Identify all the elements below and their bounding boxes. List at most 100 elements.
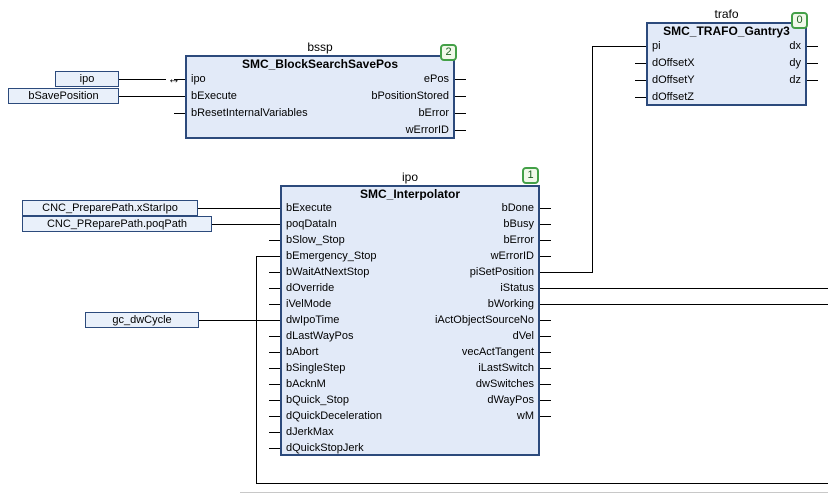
variable-box-bsaveposition[interactable]: bSavePosition	[8, 88, 119, 104]
input-pin-label-iVelMode: iVelMode	[286, 297, 332, 310]
input-pin-label-poqDataIn: poqDataIn	[286, 217, 337, 230]
output-pin-stub-iLastSwitch[interactable]	[540, 368, 551, 369]
block-row: dOffsetZ	[648, 89, 805, 106]
input-pin-label-dOffsetY: dOffsetY	[652, 74, 695, 86]
input-pin-stub-bAbort[interactable]	[269, 352, 280, 353]
execution-order-badge-trafo: 0	[791, 12, 808, 29]
output-pin-label-bWorking: bWorking	[487, 297, 534, 310]
input-pin-label-ipo: ipo	[191, 73, 206, 85]
input-pin-stub-bSingleStep[interactable]	[269, 368, 280, 369]
output-pin-stub-vecActTangent[interactable]	[540, 352, 551, 353]
output-pin-label-wM: wM	[516, 409, 534, 422]
output-pin-label-bError: bError	[503, 233, 534, 246]
output-pin-stub-dVel[interactable]	[540, 336, 551, 337]
connection-pisetposition-to-pi[interactable]	[592, 46, 646, 47]
output-pin-label-iLastSwitch: iLastSwitch	[478, 361, 534, 374]
output-pin-label-bPositionStored: bPositionStored	[371, 90, 449, 102]
input-pin-stub-bExecute[interactable]	[174, 96, 185, 97]
output-pin-label-wErrorID: wErrorID	[405, 124, 449, 136]
input-pin-stub-bSlow_Stop[interactable]	[269, 240, 280, 241]
input-pin-stub-bWaitAtNextStop[interactable]	[269, 272, 280, 273]
connection-emergency-stop-h[interactable]	[256, 256, 280, 257]
connection-emergency-stop-bottom[interactable]	[256, 483, 828, 484]
input-pin-label-dwIpoTime: dwIpoTime	[286, 313, 340, 326]
output-pin-label-vecActTangent: vecActTangent	[461, 345, 534, 358]
variable-box-ipo[interactable]: ipo	[55, 71, 119, 87]
input-pin-stub-dLastWayPos[interactable]	[269, 336, 280, 337]
input-pin-stub-bResetInternalVariables[interactable]	[174, 113, 185, 114]
connection-bworking-out[interactable]	[540, 304, 828, 305]
output-pin-stub-wM[interactable]	[540, 416, 551, 417]
output-pin-stub-dz[interactable]	[807, 80, 818, 81]
input-pin-stub-bAcknM[interactable]	[269, 384, 280, 385]
output-pin-stub-iActObjectSourceNo[interactable]	[540, 320, 551, 321]
output-pin-label-dz: dz	[789, 74, 801, 86]
connection-emergency-stop-v[interactable]	[256, 256, 257, 483]
input-pin-stub-dJerkMax[interactable]	[269, 432, 280, 433]
input-pin-stub-iVelMode[interactable]	[269, 304, 280, 305]
output-pin-stub-wErrorID[interactable]	[540, 256, 551, 257]
connection-poqpath-to-poqdatain[interactable]	[212, 224, 280, 225]
connection-xstaripo-to-bexecute[interactable]	[198, 208, 280, 209]
connection-gcdwcycle-to-dwipotime[interactable]	[199, 320, 280, 321]
output-pin-stub-bDone[interactable]	[540, 208, 551, 209]
input-pin-label-bSlow_Stop: bSlow_Stop	[286, 233, 345, 246]
input-pin-stub-bQuick_Stop[interactable]	[269, 400, 280, 401]
output-pin-stub-bPositionStored[interactable]	[455, 96, 466, 97]
input-pin-stub-pi[interactable]	[635, 46, 646, 47]
variable-box-gcdwcycle[interactable]: gc_dwCycle	[85, 312, 199, 328]
connection-bsaveposition-to-bexecute[interactable]	[119, 96, 185, 97]
output-pin-stub-dx[interactable]	[807, 46, 818, 47]
input-pin-stub-dwIpoTime[interactable]	[269, 320, 280, 321]
input-pin-stub-dQuickStopJerk[interactable]	[269, 448, 280, 449]
variable-box-poqpath[interactable]: CNC_PReparePath.poqPath	[22, 216, 212, 232]
output-pin-label-wErrorID: wErrorID	[490, 249, 534, 262]
output-pin-stub-ePos[interactable]	[455, 79, 466, 80]
connection-istatus-out[interactable]	[540, 288, 828, 289]
output-pin-stub-bError[interactable]	[455, 113, 466, 114]
input-pin-stub-poqDataIn[interactable]	[269, 224, 280, 225]
input-pin-stub-ipo[interactable]	[174, 79, 185, 80]
output-pin-stub-iStatus[interactable]	[540, 288, 551, 289]
input-pin-stub-dOffsetX[interactable]	[635, 63, 646, 64]
input-pin-stub-bEmergency_Stop[interactable]	[269, 256, 280, 257]
block-instance-label-bssp: bssp	[307, 40, 333, 54]
input-pin-label-bExecute: bExecute	[191, 90, 237, 102]
variable-box-xstaripo[interactable]: CNC_PreparePath.xStarIpo	[22, 200, 198, 216]
connection-ipo-box-to-bssp[interactable]	[119, 79, 166, 80]
connection-pisetposition-v[interactable]	[592, 46, 593, 273]
output-pin-stub-dy[interactable]	[807, 63, 818, 64]
input-pin-stub-bExecute[interactable]	[269, 208, 280, 209]
block-row: dQuickStopJerk	[282, 440, 538, 456]
output-pin-stub-wErrorID[interactable]	[455, 130, 466, 131]
output-pin-stub-bBusy[interactable]	[540, 224, 551, 225]
output-pin-stub-dwSwitches[interactable]	[540, 384, 551, 385]
input-pin-label-bAbort: bAbort	[286, 345, 319, 358]
output-pin-stub-piSetPosition[interactable]	[540, 272, 551, 273]
output-pin-stub-bWorking[interactable]	[540, 304, 551, 305]
block-type-name-ipo: SMC_Interpolator	[359, 187, 460, 200]
output-pin-label-dy: dy	[789, 57, 801, 69]
input-pin-stub-dOverride[interactable]	[269, 288, 280, 289]
input-pin-stub-dOffsetZ[interactable]	[635, 97, 646, 98]
output-pin-label-bBusy: bBusy	[503, 217, 534, 230]
output-pin-stub-dWayPos[interactable]	[540, 400, 551, 401]
input-pin-stub-dOffsetY[interactable]	[635, 80, 646, 81]
block-instance-label-trafo: trafo	[714, 7, 739, 21]
input-pin-stub-dQuickDeceleration[interactable]	[269, 416, 280, 417]
execution-order-badge-bssp: 2	[440, 44, 457, 61]
connection-pisetposition-h1[interactable]	[540, 272, 592, 273]
block-type-name-bssp: SMC_BlockSearchSavePos	[241, 57, 399, 71]
output-pin-label-bDone: bDone	[501, 201, 534, 214]
output-pin-stub-bError[interactable]	[540, 240, 551, 241]
